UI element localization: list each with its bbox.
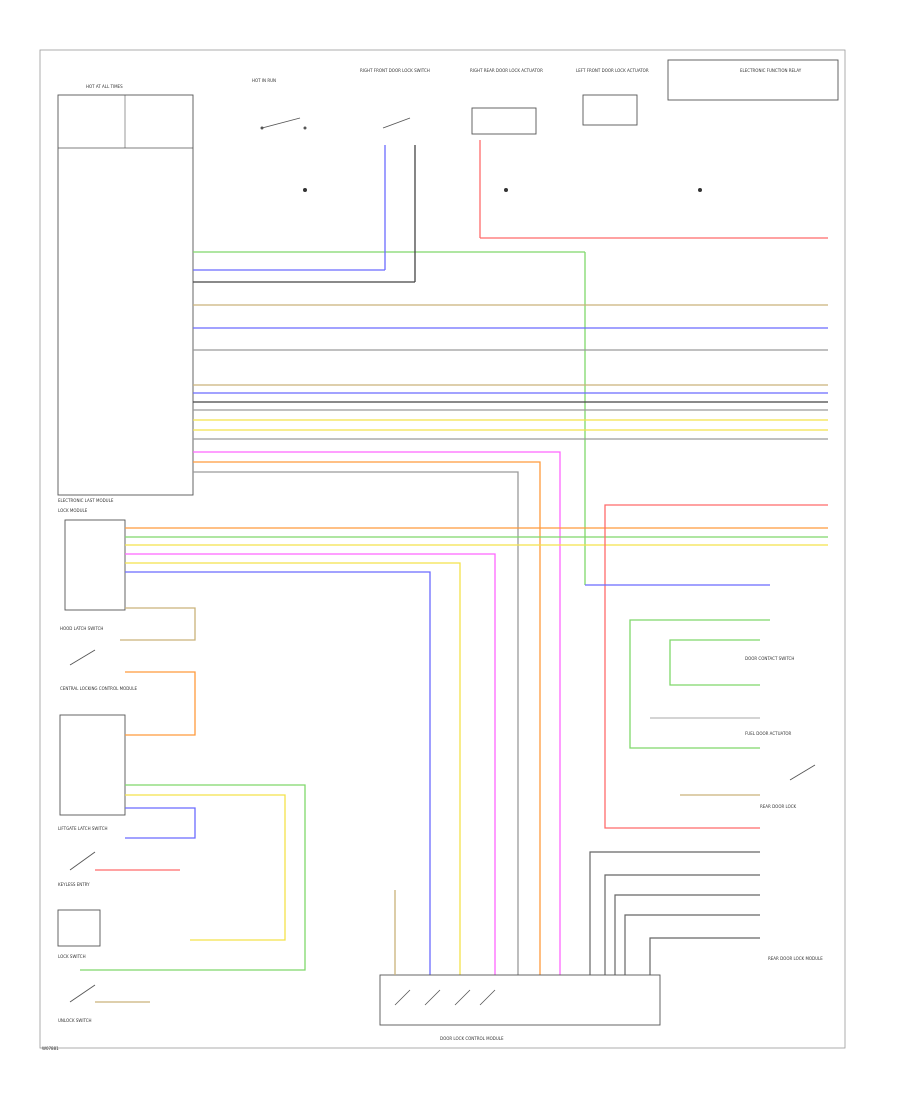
top-actuator-4: LEFT FRONT DOOR LOCK ACTUATOR [576, 68, 649, 126]
top-actuator-4-label: LEFT FRONT DOOR LOCK ACTUATOR [576, 68, 649, 73]
bottom-right-wires [589, 851, 760, 975]
rear-door-lock-label: REAR DOOR LOCK [760, 804, 797, 809]
ground-symbols [303, 188, 702, 192]
central-lock-module: CENTRAL LOCKING CONTROL MODULE [59, 671, 306, 971]
liftgate-label: LIFTGATE LATCH SWITCH [58, 826, 108, 831]
bottom-module: DOOR LOCK CONTROL MODULE [379, 974, 661, 1041]
top-actuator-3: RIGHT REAR DOOR LOCK ACTUATOR [470, 68, 543, 135]
central-lock-label: CENTRAL LOCKING CONTROL MODULE [60, 686, 137, 691]
hood-switch: HOOD LATCH SWITCH [60, 626, 103, 666]
main-module-label: ELECTRONIC LAST MODULE [58, 498, 114, 503]
keyless-module: KEYLESS ENTRY LOCK SWITCH UNLOCK SWITCH [57, 882, 150, 1023]
door-contact-label: DOOR CONTACT SWITCH [745, 656, 794, 661]
wire-bus [193, 140, 828, 975]
top-switch-1: HOT IN RUN [252, 78, 307, 130]
bottom-module-label: DOOR LOCK CONTROL MODULE [440, 1036, 504, 1041]
main-module-box [57, 94, 194, 496]
left-wires [120, 527, 828, 975]
top-relay-5: ELECTRONIC FUNCTION RELAY [667, 59, 839, 101]
ground-3 [698, 188, 702, 192]
right-components: DOOR CONTACT SWITCH FUEL DOOR ACTUATOR R… [745, 656, 823, 961]
liftgate-switch: LIFTGATE LATCH SWITCH [58, 826, 180, 871]
lock-switch-label: LOCK SWITCH [58, 954, 86, 959]
wire-orange [193, 461, 541, 975]
top-relay-5-label: ELECTRONIC FUNCTION RELAY [740, 68, 802, 73]
fuse-block: HOT AT ALL TIMES ELECTRONIC LAST MODULE [57, 84, 194, 503]
fuel-door-label: FUEL DOOR ACTUATOR [745, 731, 792, 736]
wire-gray-4 [193, 471, 519, 975]
fuse-label: HOT AT ALL TIMES [86, 84, 123, 89]
unlock-switch-label: UNLOCK SWITCH [58, 1018, 92, 1023]
ground-2 [504, 188, 508, 192]
keyless-label: KEYLESS ENTRY [58, 882, 90, 887]
wire-pink [193, 451, 561, 975]
top-switch-2: RIGHT FRONT DOOR LOCK SWITCH [360, 68, 430, 129]
footer-code: W07881 [42, 1046, 59, 1051]
top-actuator-3-label: RIGHT REAR DOOR LOCK ACTUATOR [470, 68, 543, 73]
lock-module-left: LOCK MODULE [58, 508, 126, 611]
lock-module-label: LOCK MODULE [58, 508, 88, 513]
right-wires [585, 504, 828, 829]
top-switch-2-label: RIGHT FRONT DOOR LOCK SWITCH [360, 68, 430, 73]
top-switch-1-label: HOT IN RUN [252, 78, 276, 83]
rear-door-module-label: REAR DOOR LOCK MODULE [768, 956, 823, 961]
hood-switch-label: HOOD LATCH SWITCH [60, 626, 103, 631]
ground-1 [303, 188, 307, 192]
diagram-frame [39, 49, 846, 1049]
